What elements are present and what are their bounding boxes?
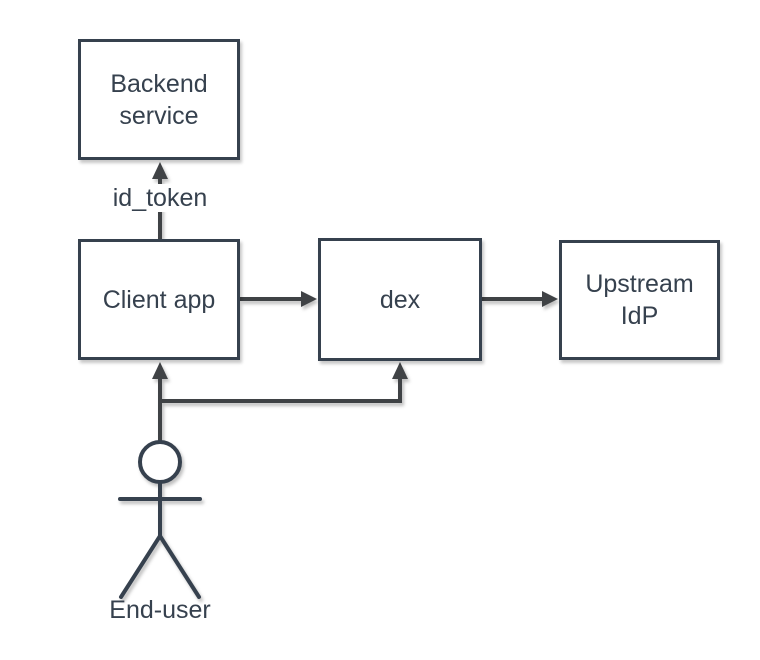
end-user-actor-icon (118, 440, 202, 599)
node-backend-service: Backend service (78, 39, 240, 160)
edge-client-app-to-dex (240, 291, 317, 307)
actor-left-leg (119, 534, 162, 599)
edge-label-id-token: id_token (108, 184, 212, 212)
edge-end-user-to-dex (160, 362, 408, 403)
node-dex: dex (318, 238, 482, 361)
actor-head (138, 440, 182, 484)
actor-right-leg (158, 534, 201, 599)
node-client-app: Client app (78, 239, 240, 360)
node-dex-label: dex (379, 285, 421, 314)
edge-end-user-to-client-app (152, 362, 168, 441)
node-client-app-label: Client app (102, 285, 216, 314)
node-upstream-idp: Upstream IdP (559, 240, 720, 360)
node-backend-service-label: Backend service (110, 69, 208, 130)
edge-dex-to-upstream-idp (482, 291, 558, 307)
node-upstream-idp-label: Upstream IdP (585, 270, 694, 330)
actor-label-end-user: End-user (109, 596, 211, 624)
